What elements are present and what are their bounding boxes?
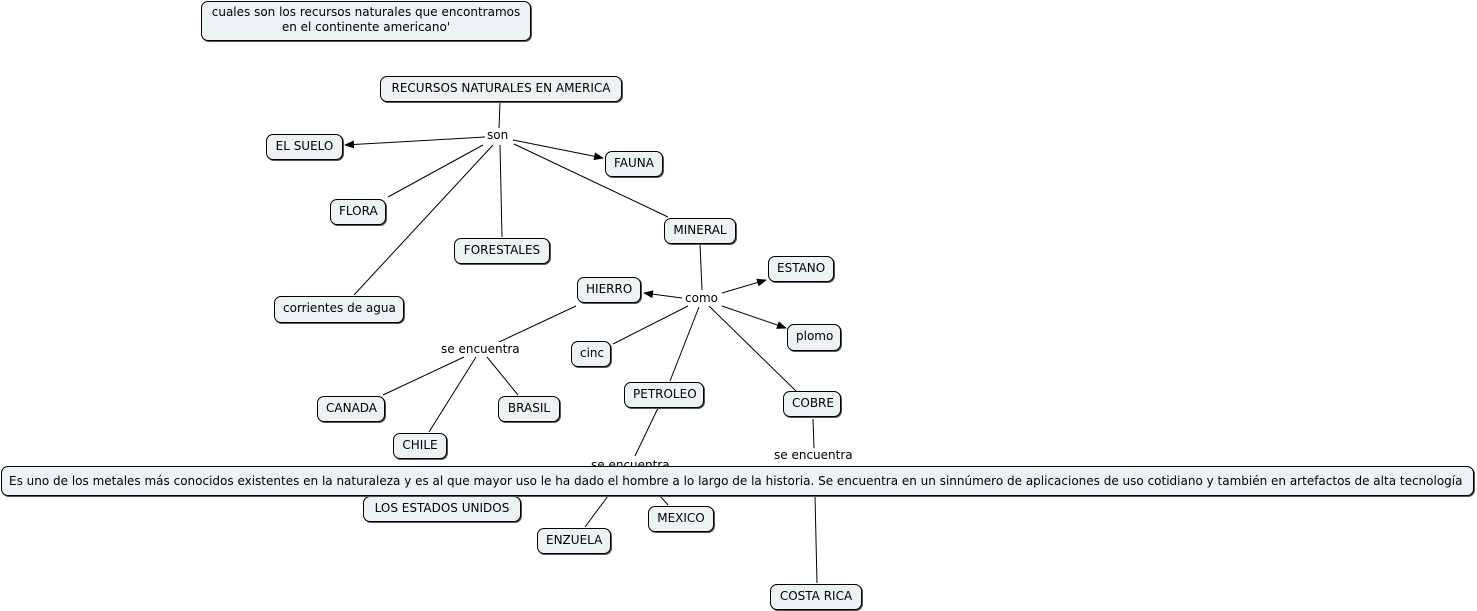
concept-plomo[interactable]: plomo: [787, 324, 841, 351]
concept-forestales[interactable]: FORESTALES: [454, 238, 550, 264]
edge-como-plomo: [721, 305, 787, 329]
concept-flora[interactable]: FLORA: [330, 199, 386, 225]
edge-petroleo-se-encuentra: [634, 407, 659, 457]
edge-como-cinc: [612, 305, 689, 345]
focus-question-line-1: cuales son los recursos naturales que en…: [211, 5, 521, 19]
linking-phrase-se-encuentra-cobre[interactable]: se encuentra: [773, 448, 854, 462]
edge-se-encuentra-chile: [428, 356, 477, 433]
edge-se-encuentra-brasil: [486, 356, 519, 396]
concept-recursos-naturales[interactable]: RECURSOS NATURALES EN AMERICA: [380, 76, 622, 102]
concept-description-tooltip: Es uno de los metales más conocidos exis…: [1, 466, 1474, 496]
concept-chile[interactable]: CHILE: [393, 433, 447, 459]
concept-canada[interactable]: CANADA: [317, 396, 385, 422]
edge-se-encuentra-enzuela: [584, 495, 609, 528]
concept-brasil[interactable]: BRASIL: [498, 396, 560, 422]
tooltip-text: Es uno de los metales más conocidos exis…: [9, 474, 1463, 488]
edge-como-estano: [721, 278, 767, 294]
concept-estano[interactable]: ESTANO: [768, 256, 834, 282]
edge-son-mineral: [513, 143, 669, 218]
edge-como-cobre: [708, 305, 798, 393]
focus-question-line-2: en el continente americano': [281, 20, 451, 34]
concept-mexico[interactable]: MEXICO: [648, 506, 714, 532]
edge-root-son: [498, 101, 501, 129]
concept-el-suelo[interactable]: EL SUELO: [266, 134, 343, 160]
edge-se-encuentra-costa-rica: [814, 495, 818, 584]
edge-son-el-suelo: [344, 136, 486, 149]
edge-son-forestales: [499, 144, 503, 238]
edge-son-flora: [387, 144, 484, 198]
linking-phrase-se-encuentra-hierro[interactable]: se encuentra: [440, 342, 521, 356]
edge-como-hierro: [643, 290, 683, 299]
concept-los-estados-unidos[interactable]: LOS ESTADOS UNIDOS: [363, 496, 521, 522]
edge-son-corrientes: [353, 144, 494, 296]
concept-mineral[interactable]: MINERAL: [664, 218, 736, 244]
concept-cinc[interactable]: cinc: [571, 341, 611, 367]
focus-question-node[interactable]: cuales son los recursos naturales que en…: [201, 1, 531, 41]
edge-hierro-se-encuentra: [496, 305, 577, 344]
concept-cobre[interactable]: COBRE: [783, 391, 841, 417]
linking-phrase-son[interactable]: son: [486, 128, 510, 142]
concept-costa-rica[interactable]: COSTA RICA: [770, 584, 862, 610]
concept-enzuela[interactable]: ENZUELA: [537, 528, 611, 554]
concept-corrientes-de-agua[interactable]: corrientes de agua: [274, 296, 404, 323]
edge-mineral-como: [699, 243, 703, 291]
concept-petroleo[interactable]: PETROLEO: [624, 382, 704, 408]
linking-phrase-como[interactable]: como: [684, 291, 719, 305]
concept-hierro[interactable]: HIERRO: [577, 277, 641, 303]
edge-se-encuentra-mexico: [659, 495, 669, 506]
concept-fauna[interactable]: FAUNA: [605, 151, 663, 177]
edge-como-petroleo: [669, 306, 700, 382]
edge-cobre-se-encuentra: [812, 418, 815, 449]
edge-son-fauna: [512, 139, 604, 161]
edge-se-encuentra-canada: [382, 356, 465, 396]
